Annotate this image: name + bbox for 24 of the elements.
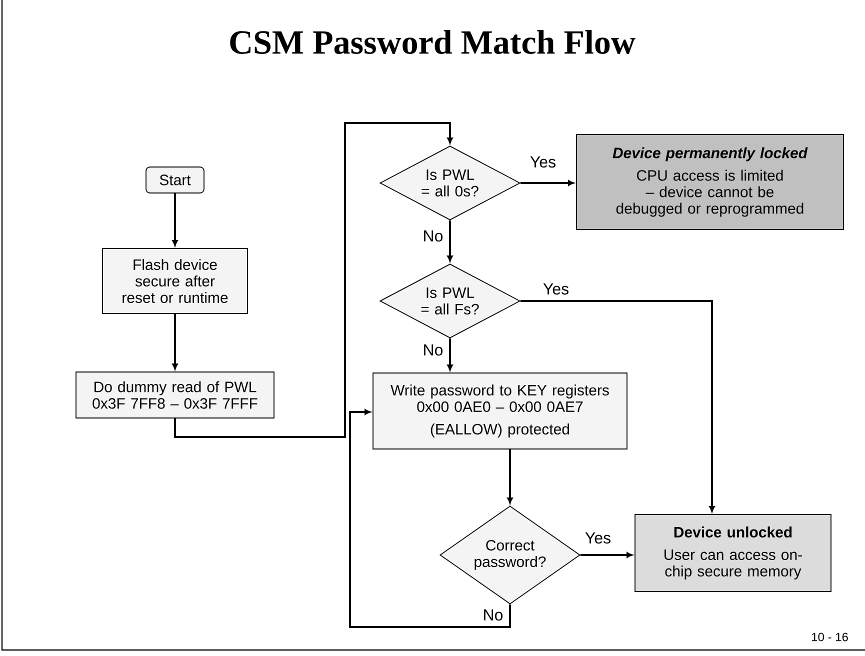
arrow — [520, 300, 715, 512]
process-box: Device unlocked User can access on-chip secure memory — [634, 514, 832, 592]
process-box: Do dummy read of PWL 0x3F 7FF8 – 0x3F 7FFF — [76, 372, 274, 418]
arrow — [172, 193, 178, 246]
edge-label: No — [482, 608, 504, 622]
arrow — [520, 180, 574, 186]
arrow — [447, 338, 453, 370]
arrow — [174, 122, 453, 438]
arrow — [349, 409, 511, 628]
arrow — [580, 552, 632, 558]
process-box: Flash device secure after reset or runtime — [102, 248, 248, 314]
title: CSM Password Match Flow — [230, 30, 636, 54]
arrow — [447, 220, 453, 262]
edge-label: Yes — [542, 282, 570, 296]
page-number: 10 - 16 — [812, 632, 848, 642]
arrow — [507, 449, 513, 504]
edge-label: Yes — [528, 155, 558, 169]
edge-label: No — [422, 343, 444, 357]
arrow — [172, 314, 178, 370]
edge-label: No — [422, 229, 444, 243]
edge-label: Yes — [584, 531, 612, 545]
start-terminal: Start — [146, 166, 204, 194]
process-box: Device permanently locked CPU access is limited – device cannot be debugged or reprogrammed — [576, 134, 844, 230]
process-box: Write password to KEY registers 0x00 0AE0 – 0x00 0AE7 (EALLOW) protected — [372, 372, 628, 450]
